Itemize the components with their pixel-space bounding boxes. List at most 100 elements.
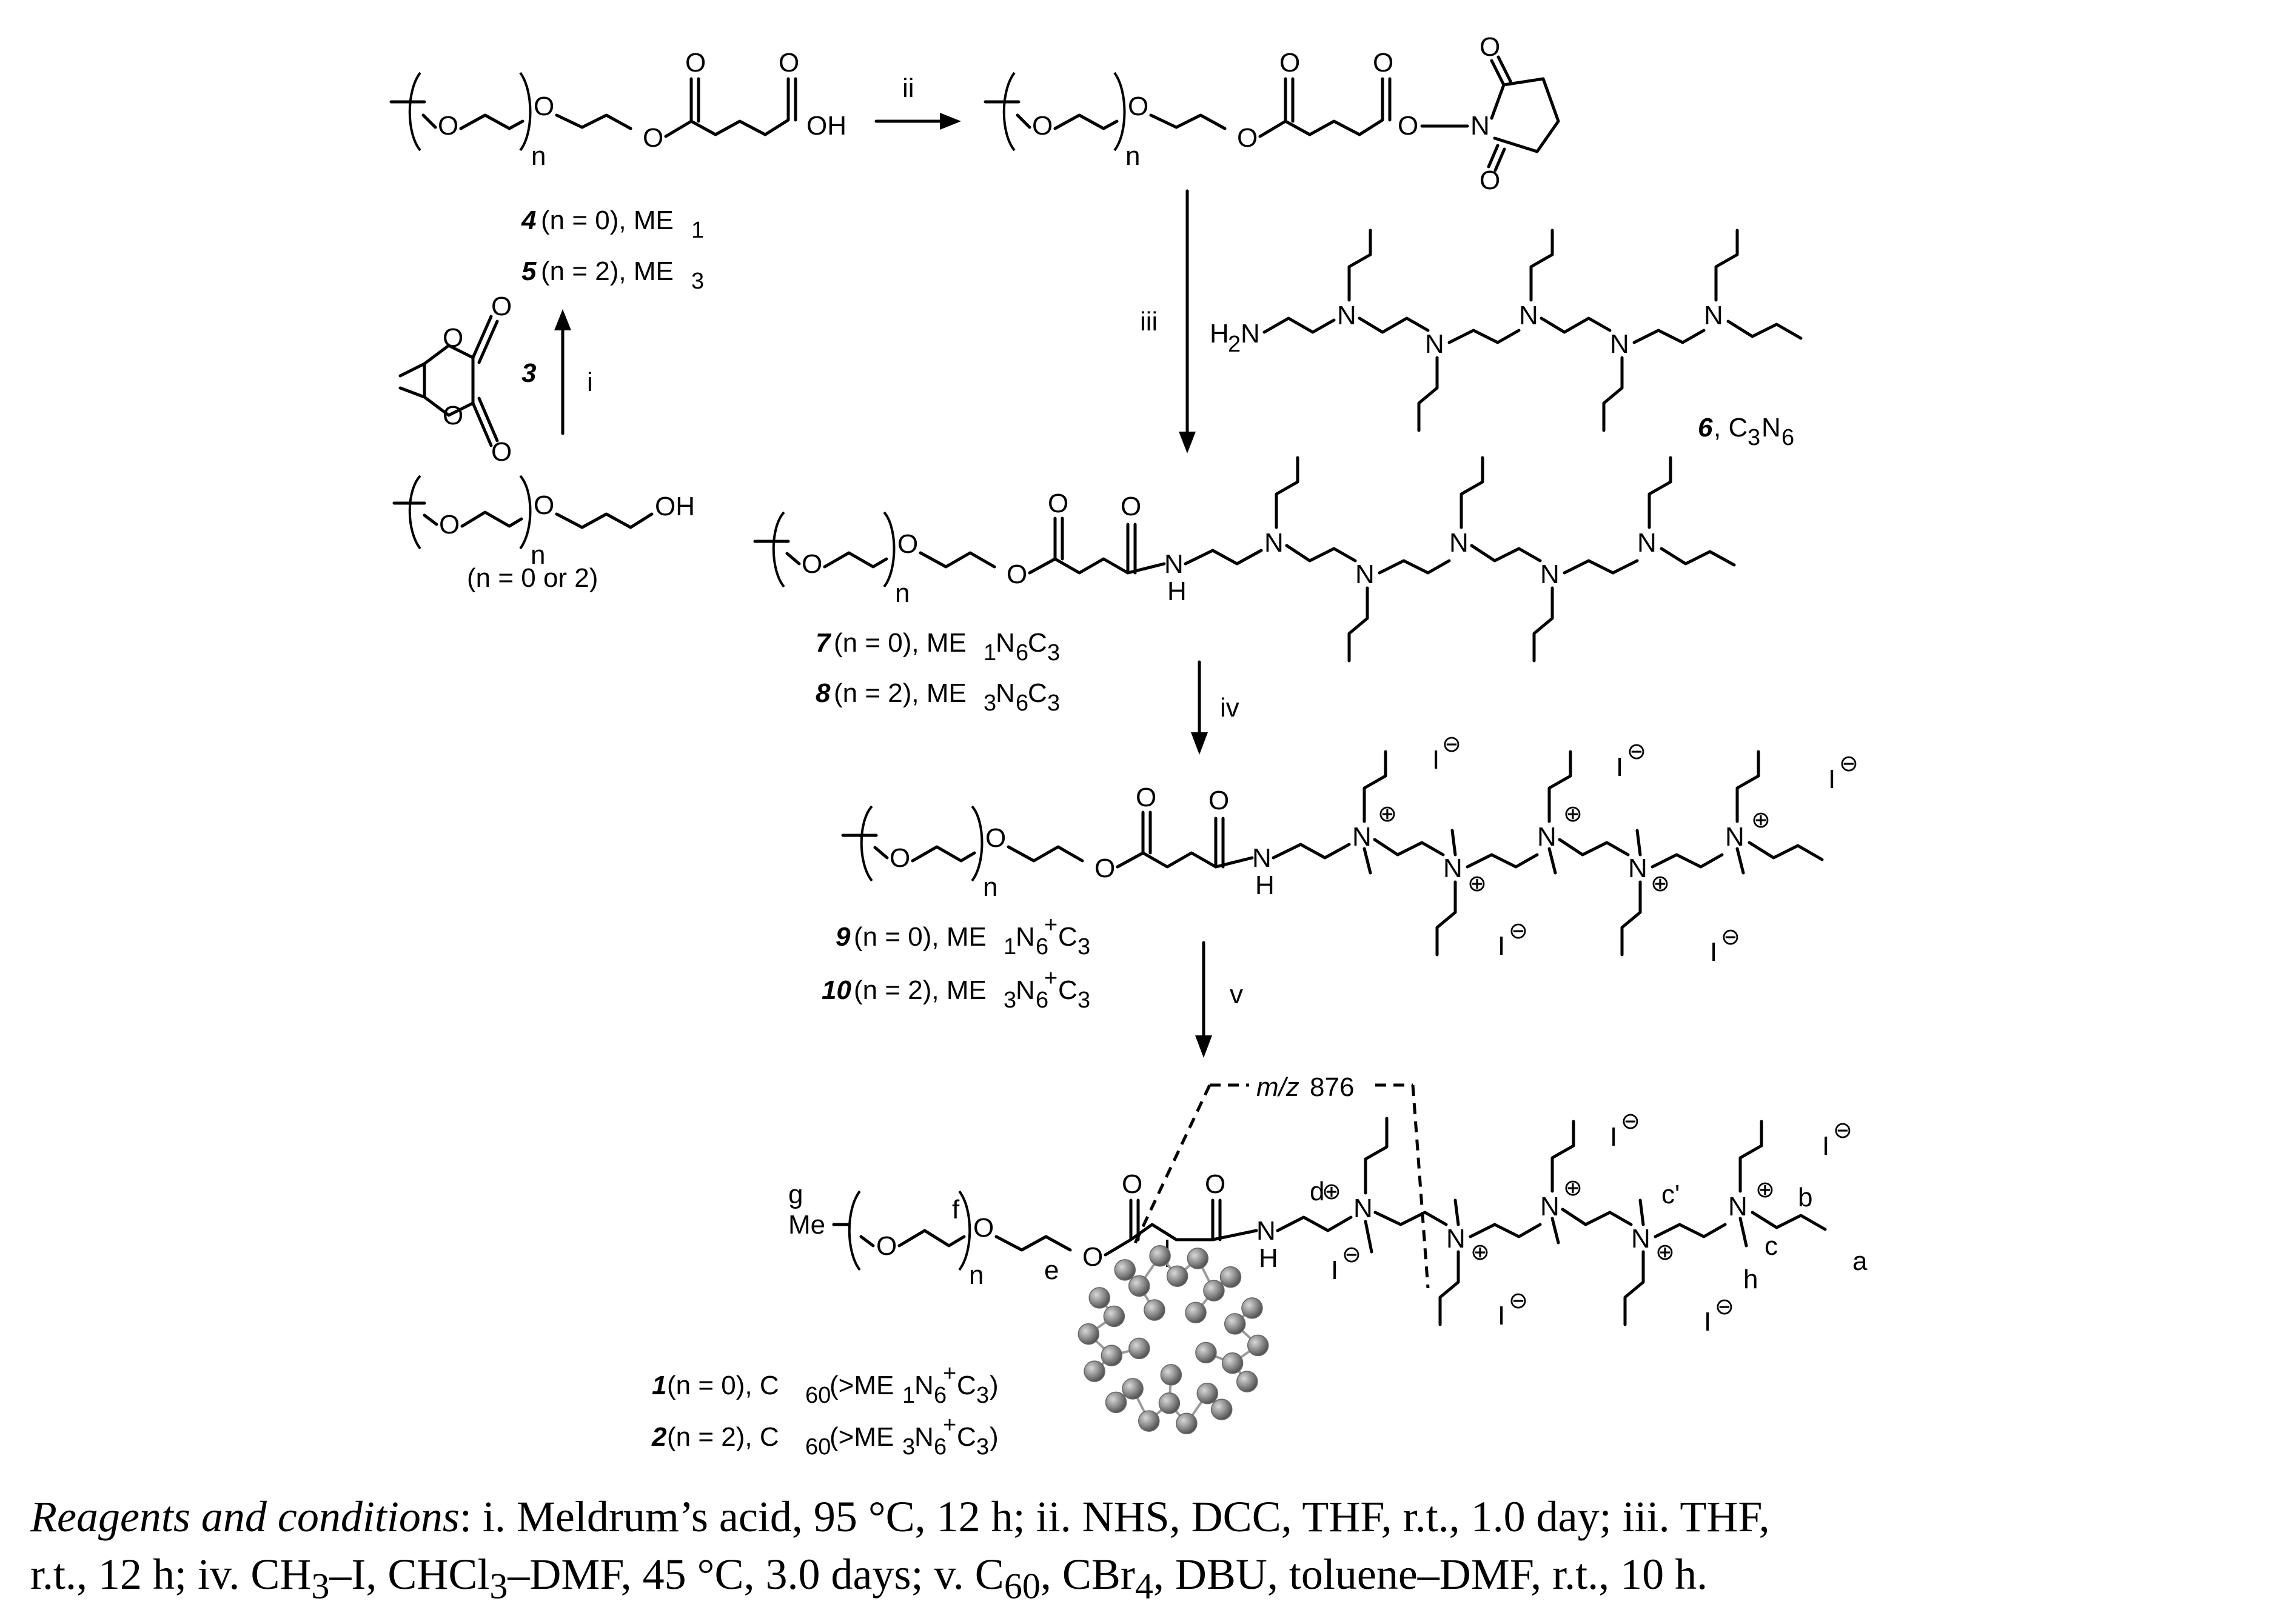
svg-text:I: I [1828, 764, 1835, 794]
svg-text:⊖: ⊖ [1509, 1288, 1528, 1314]
svg-text:N: N [1353, 1194, 1373, 1223]
svg-text:O: O [1136, 783, 1156, 812]
svg-text:I: I [1704, 1307, 1711, 1337]
svg-text:O: O [973, 1213, 994, 1243]
svg-text:N: N [1631, 1224, 1651, 1254]
svg-text:): ) [990, 1422, 999, 1452]
svg-text:10: 10 [822, 975, 851, 1005]
c60-fullerene [1078, 1240, 1269, 1435]
svg-text:⊖: ⊖ [1442, 732, 1461, 757]
c60-atom [1160, 1364, 1182, 1386]
svg-text:6: 6 [1016, 690, 1028, 716]
mz-fragment-bracket: m/z 876 [1132, 1072, 1430, 1289]
svg-text:O: O [1007, 560, 1027, 589]
svg-text:, C: , C [1714, 413, 1748, 443]
svg-text:H: H [1167, 576, 1187, 606]
svg-text:O: O [1121, 492, 1141, 521]
svg-text:N: N [914, 1371, 934, 1400]
svg-text:6: 6 [1036, 934, 1048, 960]
svg-text:⊕: ⊕ [1322, 1179, 1341, 1205]
atom-O: O [1480, 165, 1500, 195]
atom-O: O [1398, 111, 1418, 141]
svg-text:I: I [1616, 752, 1623, 782]
reaction-conditions-caption: Reagents and conditions: i. Meldrum’s ac… [30, 1488, 2250, 1615]
svg-text:N: N [1016, 975, 1035, 1005]
svg-text:O: O [897, 529, 918, 559]
svg-text:N: N [1446, 1224, 1466, 1254]
svg-text:2: 2 [1228, 332, 1241, 357]
svg-text:N: N [1443, 854, 1463, 883]
svg-text:+: + [1044, 966, 1057, 991]
caption-line-1: Reagents and conditions: i. Meldrum’s ac… [30, 1492, 1770, 1541]
svg-text:N: N [914, 1422, 934, 1452]
c60-atom [1187, 1248, 1209, 1269]
svg-text:6: 6 [934, 1383, 947, 1408]
atom-O: O [1480, 32, 1500, 62]
svg-text:N: N [1728, 1192, 1748, 1221]
svg-text:4: 4 [521, 206, 536, 235]
svg-text:a: a [1852, 1246, 1868, 1276]
svg-text:c: c [1765, 1231, 1778, 1261]
atom-O: O [685, 48, 706, 78]
atom-O: O [534, 490, 554, 520]
c60-atom [1236, 1371, 1258, 1392]
svg-text:(n = 2), C: (n = 2), C [667, 1422, 779, 1452]
svg-text:N: N [1537, 822, 1557, 852]
atom-O: O [779, 48, 799, 78]
caption-lead: Reagents and conditions [30, 1492, 460, 1541]
svg-text:⊖: ⊖ [1721, 924, 1740, 950]
svg-text:2: 2 [651, 1422, 667, 1452]
svg-text:(n = 0), ME: (n = 0), ME [854, 922, 987, 952]
svg-text:g: g [788, 1180, 803, 1209]
svg-text:(>ME: (>ME [830, 1422, 894, 1452]
svg-text:3: 3 [976, 1383, 989, 1408]
svg-text:d: d [1310, 1177, 1324, 1206]
svg-text:I: I [1710, 937, 1717, 967]
svg-text:n: n [969, 1260, 984, 1290]
svg-text:6: 6 [1781, 425, 1794, 450]
svg-text:N: N [1725, 822, 1744, 852]
svg-text:3: 3 [1047, 690, 1060, 716]
svg-text:9: 9 [836, 922, 851, 952]
svg-text:N: N [1628, 854, 1647, 883]
svg-text:N: N [1449, 528, 1469, 558]
svg-text:⊖: ⊖ [1715, 1294, 1734, 1320]
svg-text:⊕: ⊕ [1563, 801, 1583, 827]
svg-text:(n = 0), C: (n = 0), C [667, 1371, 779, 1400]
atom-O: O [643, 123, 663, 153]
svg-text:N: N [1241, 319, 1260, 349]
mz-value: 876 [1310, 1072, 1354, 1102]
svg-text:C: C [957, 1371, 976, 1400]
svg-text:N: N [1425, 329, 1444, 359]
svg-text:C: C [1058, 922, 1078, 952]
svg-text:7: 7 [816, 628, 832, 658]
svg-text:⊕: ⊕ [1655, 1240, 1675, 1265]
c60-atom [1219, 1266, 1242, 1288]
svg-text:⊖: ⊖ [1833, 1118, 1852, 1143]
svg-text:3: 3 [1078, 934, 1090, 960]
svg-text:3: 3 [1748, 425, 1760, 450]
svg-text:(n = 2), ME: (n = 2), ME [834, 678, 967, 708]
c60-atom [1221, 1352, 1244, 1374]
svg-text:6: 6 [1698, 413, 1713, 443]
atom-O: O [1128, 92, 1148, 121]
svg-text:⊖: ⊖ [1509, 918, 1528, 944]
svg-text:3: 3 [976, 1434, 989, 1460]
c60-atom [1105, 1391, 1127, 1414]
start-note: (n = 0 or 2) [467, 563, 598, 593]
atom-O: O [534, 92, 554, 121]
svg-text:3: 3 [984, 690, 996, 716]
repeat-n: n [1125, 141, 1140, 171]
svg-text:I: I [1498, 1301, 1505, 1331]
svg-text:O: O [1048, 489, 1068, 518]
c60-atom [1203, 1280, 1225, 1302]
svg-text:c': c' [1661, 1180, 1680, 1209]
c60-atom [1144, 1299, 1165, 1321]
c60-atom [1103, 1305, 1125, 1328]
svg-text:N: N [996, 628, 1015, 658]
svg-text:O: O [890, 843, 910, 873]
starting-alcohol-structure: O n O OH [392, 475, 695, 570]
svg-text:6: 6 [934, 1434, 947, 1460]
caption-line-2: r.t., 12 h; iv. CH3–I, CHCl3–DMF, 45 °C,… [30, 1550, 1708, 1606]
svg-text:(n = 0), ME: (n = 0), ME [541, 206, 674, 235]
